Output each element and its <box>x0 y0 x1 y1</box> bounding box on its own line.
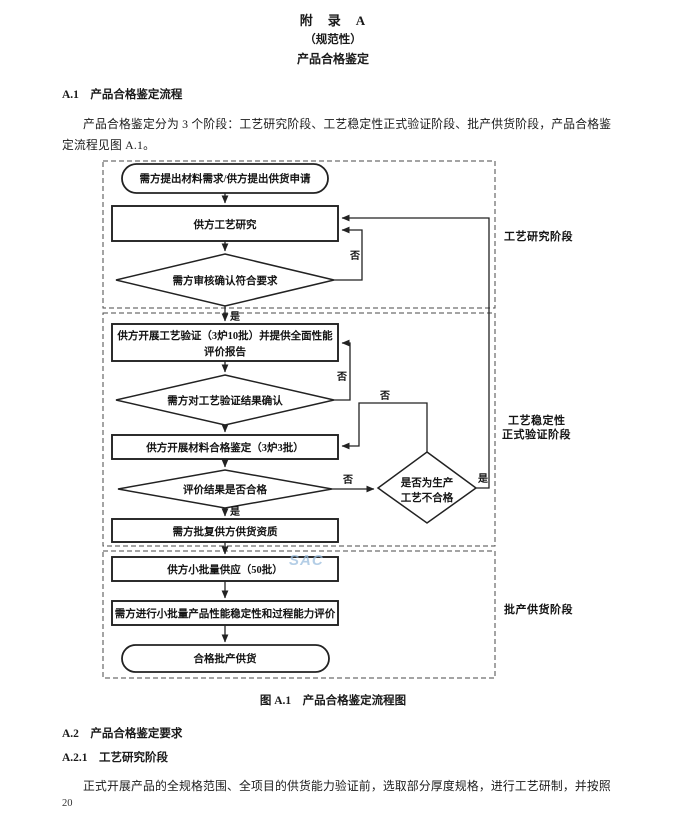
stage1-dashed-box <box>102 160 496 309</box>
review-confirm-label: 需方审核确认符合要求 <box>173 274 278 287</box>
no-label-prodfail: 否 <box>379 390 390 402</box>
production-fail-label-line1: 是否为生产 <box>400 476 454 489</box>
heading-a1: A.1 产品合格鉴定流程 <box>62 89 183 101</box>
start-terminal-label: 需方提出材料需求/供方提出供货申请 <box>140 172 311 185</box>
evaluation-pass-diamond <box>117 469 333 509</box>
normative-note: （规范性） <box>304 34 362 46</box>
page-number: 20 <box>62 798 73 809</box>
heading-a2: A.2 产品合格鉴定要求 <box>62 728 183 740</box>
end-terminal <box>121 644 330 673</box>
verification-confirm-label: 需方对工艺验证结果确认 <box>167 394 283 407</box>
approve-qualification-label: 需方批复供方供货资质 <box>173 525 278 538</box>
stage3-dashed-box <box>102 550 496 679</box>
appendix-title: 附 录 A <box>299 13 367 28</box>
production-fail-label-line2: 工艺不合格 <box>401 491 454 504</box>
yes-label-review: 是 <box>229 311 240 323</box>
small-batch-supply-box <box>111 556 339 582</box>
stage2-label-line1: 工艺稳定性 <box>508 413 566 427</box>
process-research-label: 供方工艺研究 <box>193 218 257 231</box>
no-label-eval: 否 <box>342 474 353 486</box>
process-verification-label-line1: 供方开展工艺验证（3炉10批）并提供全面性能 <box>116 329 333 342</box>
stage2-dashed-box <box>102 312 496 547</box>
small-batch-evaluation-label: 需方进行小批量产品性能稳定性和过程能力评价 <box>115 607 336 620</box>
loop-prodfail-yes-to-research <box>341 214 490 489</box>
a1-paragraph-line1: 产品合格鉴定分为 3 个阶段：工艺研究阶段、工艺稳定性正式验证阶段、批产供货阶段… <box>83 117 612 131</box>
end-terminal-label: 合格批产供货 <box>193 652 257 665</box>
loop-prodfail-no-to-qualification <box>341 402 428 452</box>
approve-qualification-box <box>111 518 339 543</box>
production-fail-diamond <box>376 451 478 524</box>
yes-label-eval: 是 <box>229 506 240 518</box>
evaluation-pass-label: 评价结果是否合格 <box>183 483 267 496</box>
heading-a21: A.2.1 工艺研究阶段 <box>62 752 169 764</box>
stage2-label-line2: 正式验证阶段 <box>502 427 571 441</box>
figure-caption: 图 A.1 产品合格鉴定流程图 <box>259 695 407 707</box>
a21-paragraph: 正式开展产品的全规格范围、全项目的供货能力验证前，选取部分厚度规格，进行工艺研制… <box>83 779 611 793</box>
verification-confirm-diamond <box>115 374 335 426</box>
yes-label-prodfail: 是 <box>477 473 488 485</box>
loop-confirm-no-to-verification <box>334 339 351 401</box>
process-verification-label-line2: 评价报告 <box>204 345 246 358</box>
small-batch-evaluation-box <box>111 600 339 626</box>
a1-paragraph-line2: 定流程见图 A.1。 <box>62 138 156 152</box>
sac-watermark: SAC <box>289 552 324 569</box>
review-confirm-diamond <box>115 253 335 307</box>
loop-review-no-to-research <box>334 226 363 281</box>
appendix-subject: 产品合格鉴定 <box>296 52 369 66</box>
material-qualification-label: 供方开展材料合格鉴定（3炉3批） <box>145 441 304 454</box>
process-research-box <box>111 205 339 242</box>
no-label-confirm: 否 <box>336 371 347 383</box>
start-terminal <box>121 163 329 194</box>
stage1-label: 工艺研究阶段 <box>504 229 573 243</box>
small-batch-supply-label: 供方小批量供应（50批） <box>166 563 283 576</box>
material-qualification-box <box>111 434 339 460</box>
no-label-review: 否 <box>349 250 360 262</box>
stage3-label: 批产供货阶段 <box>504 602 573 616</box>
process-verification-box <box>111 323 339 362</box>
